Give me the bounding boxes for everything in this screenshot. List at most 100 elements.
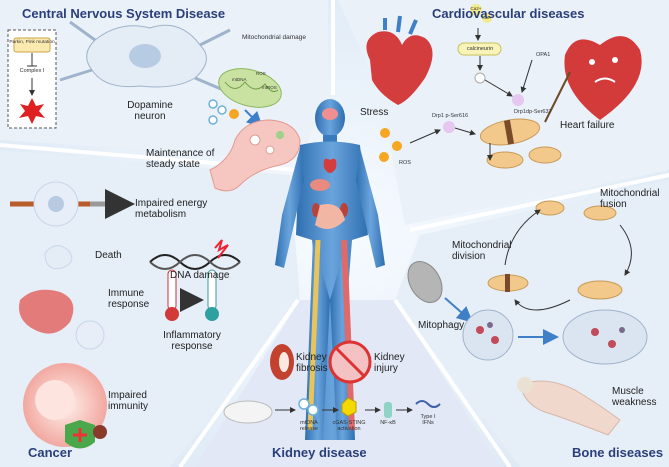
ca-label-2: Ca2+ [482,15,492,20]
complex1-label: Complex I [19,68,45,74]
intestine-icon [315,204,345,229]
drp1-arrow [454,127,476,136]
dead-cell-icon [44,245,73,270]
cardio-title: Cardiovascular diseases [432,6,585,21]
cardio-mitochondria-icon [479,118,562,169]
ros-bolt-icon [380,128,390,138]
fusion-mito-icon [583,205,617,221]
opa1-label: OPA1 [536,52,551,58]
opa1-arrow [520,59,533,93]
drp-p616-label: Drp1 p-Ser616 [432,113,469,119]
ros-arrow [409,129,441,144]
dopamine-label: Dopamine neuron [127,100,173,122]
cycle-arrow [504,209,541,266]
inflammatory-label: Inflammatory response [163,330,221,352]
mtdna-release-label: mtDNA release [299,420,319,433]
cardio-ros-label: ROS [399,160,411,166]
fused-mito-icon [577,280,623,300]
stress-label: Stress [360,107,389,118]
mitophagy-label: Mitophagy [418,320,465,331]
mtdna-icon [298,398,310,410]
vesicle-icon [217,105,227,115]
anatomical-heart-icon [366,15,433,105]
division-arrow [514,299,571,311]
injury-label: Kidney injury [374,352,405,374]
energy-label: Impaired energy metabolism [135,198,208,220]
ros-bolt-icon [379,152,389,162]
death-label: Death [95,250,122,261]
ifn-icon [415,400,441,408]
liver-icon [310,179,330,191]
cgas-label: cGAS-STING activation [332,420,366,433]
cross-icon [73,428,87,442]
steady-label: Maintenance of steady state [146,148,215,170]
dopamine-neuron-icon [59,20,231,94]
node-arrow [484,79,513,97]
thermometer-hot-bulb [165,307,179,321]
mtros-small-label: mtROS [262,85,277,90]
mito-damage-label: Mitochondrial damage [242,34,306,41]
drp1-dot [443,121,455,133]
dna-damage-label: DNA damage [170,270,230,281]
mtdna-icon [307,404,319,416]
fibrosis-label: Kidney fibrosis [296,352,328,374]
cgas-icon [341,397,357,417]
dna-helix-icon [149,254,241,270]
ca-label-1: Ca2+ [470,6,482,11]
nfkb-label: NF-κB [380,420,396,426]
cargo-dot [491,336,499,344]
tumor-cell-icon [19,289,74,334]
immunity-label: Impaired immunity [108,390,149,412]
big-cell-nucleus [35,380,75,420]
heart-failure-label: Heart failure [560,120,615,131]
ca-dot [482,13,492,23]
mitophagy-blue-arrow [444,297,474,323]
muscle-leg-icon [341,239,355,431]
drp-p637-label: Drp1dp-Ser637 [514,109,552,115]
nucleus-icon [48,196,64,212]
autophagosome-icon [462,309,514,361]
division-ring [505,274,510,292]
fusion-label: Mitochondrial fusion [600,188,660,210]
calcineurin-pill [457,42,502,56]
immune-label: Immune response [108,288,150,310]
fusion-arrow [619,224,632,276]
ifn-label: Type I IFNs [420,414,436,427]
ros-small-label: ROS [256,71,266,76]
immune-cell-icon [75,320,105,350]
sad-heart-icon [544,36,642,123]
kidney-injury-slash [334,346,366,378]
grey-mito-icon [407,261,443,303]
bone-panel [395,180,669,467]
virus-icon [93,425,107,439]
cargo-dot [476,326,484,334]
node-dot [474,72,486,84]
bone-title: Bone diseases [572,445,664,460]
cargo-dot [619,327,625,333]
ros-bolt-icon [392,141,402,151]
axon-terminal-icon [209,119,301,192]
kidney-mito-icon [223,400,273,424]
damage-burst-icon [19,98,45,124]
division-label: Mitochondrial division [452,240,512,262]
ros-bolt-icon [229,109,239,119]
muscle-bone-icon [519,380,621,436]
muscle-label: Muscle weakness [612,386,657,408]
bone-joint-icon [517,377,533,393]
cns-title: Central Nervous System Disease [22,6,226,21]
human-body-icon [275,99,385,440]
kidney-title: Kidney disease [272,445,367,460]
cargo-dot [487,322,493,328]
autolysosome-icon [562,309,648,365]
damaged-mitochondrion-icon [218,68,282,108]
bone-leg-icon [307,239,321,431]
vesicle-icon [208,115,218,125]
brain-icon [322,108,338,120]
fusion-mito-icon [535,200,565,216]
thermometer-cool-bulb [205,307,219,321]
cancer-title: Cancer [28,445,73,460]
cargo-dot [591,328,599,336]
nfkb-icon [384,402,392,418]
